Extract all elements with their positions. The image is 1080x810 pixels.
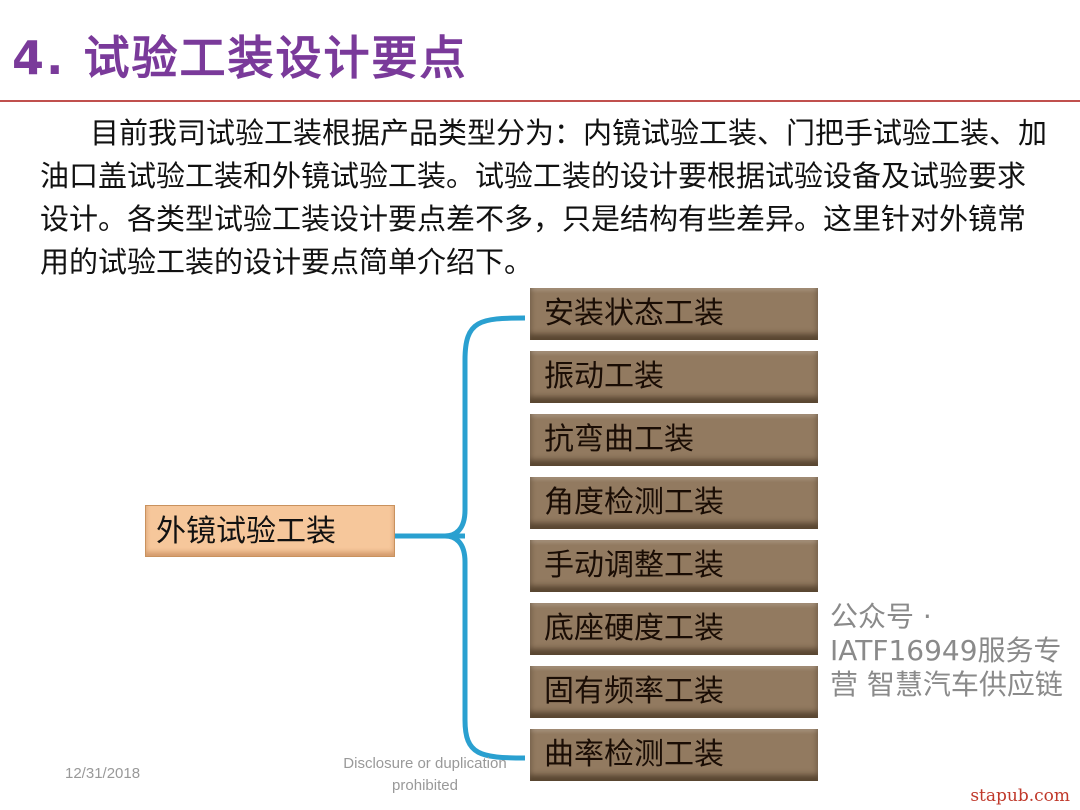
fixture-item: 固有频率工装 [530, 666, 818, 718]
title-divider [0, 100, 1080, 102]
fixture-item: 角度检测工装 [530, 477, 818, 529]
intro-paragraph: 目前我司试验工装根据产品类型分为：内镜试验工装、门把手试验工装、加油口盖试验工装… [40, 116, 1048, 279]
footer-date: 12/31/2018 [65, 765, 141, 782]
slide-title: 4. 试验工装设计要点 [12, 31, 468, 85]
fixture-item: 振动工装 [530, 351, 818, 403]
watermark: 公众号 · IATF16949服务专营 智慧汽车供应链 [830, 600, 1063, 701]
footer-notice: Disclosure or duplication prohibited [343, 755, 507, 794]
bracket-connector [395, 315, 526, 761]
fixture-item: 曲率检测工装 [530, 729, 818, 781]
fixture-item: 底座硬度工装 [530, 603, 818, 655]
root-node: 外镜试验工装 [145, 505, 395, 557]
fixture-item: 手动调整工装 [530, 540, 818, 592]
site-watermark: stapub.com [970, 786, 1070, 806]
fixture-item: 安装状态工装 [530, 288, 818, 340]
fixture-item: 抗弯曲工装 [530, 414, 818, 466]
